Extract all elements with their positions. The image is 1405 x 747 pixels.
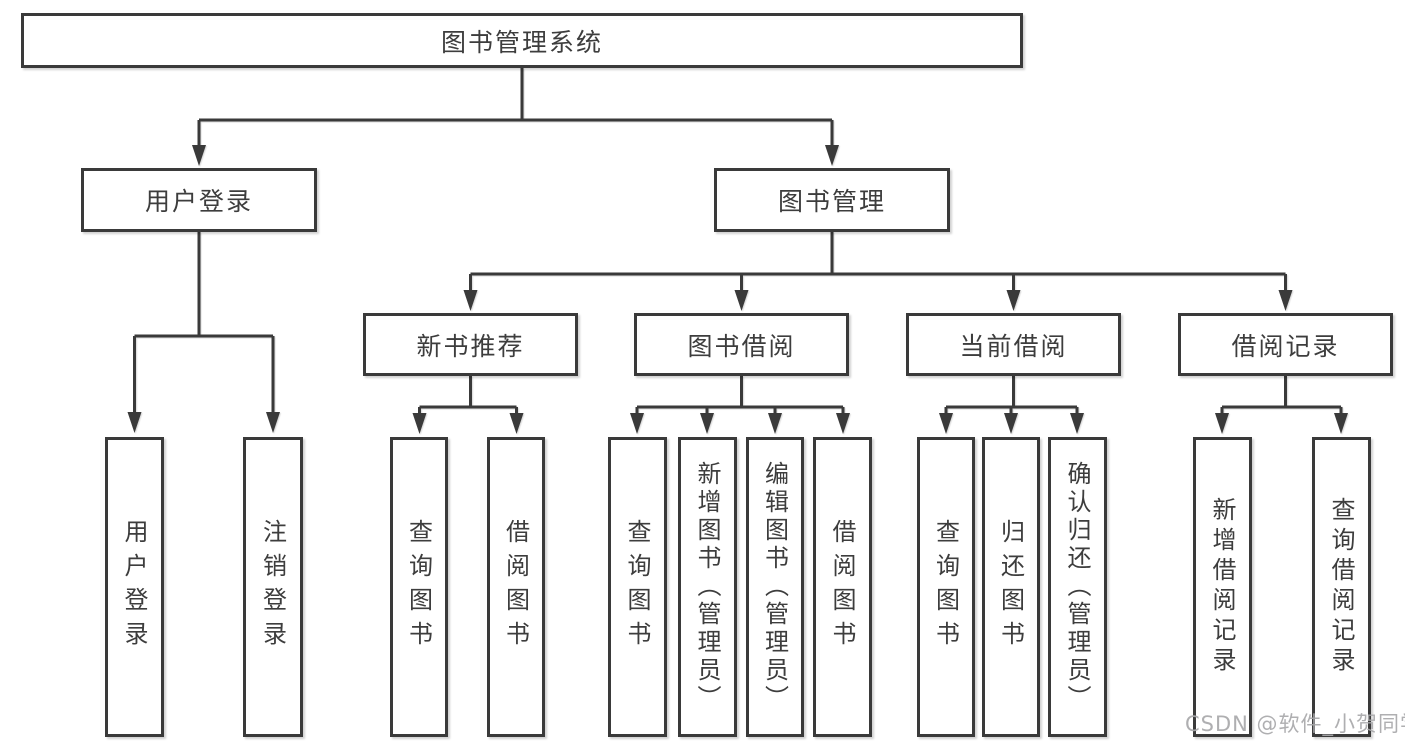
arrowhead-icon xyxy=(734,290,749,311)
node-book-management-module: 图书管理 xyxy=(714,168,950,232)
connector-line xyxy=(133,68,1343,416)
arrowhead-icon xyxy=(509,413,524,434)
arrowhead-icon xyxy=(825,145,839,166)
leaf-query-borrow-record: 查询借阅记录 xyxy=(1312,437,1371,737)
leaf-edit-books-admin: 编辑图书（管理员） xyxy=(746,437,804,737)
arrowhead-icon xyxy=(412,413,427,434)
arrowhead-icon xyxy=(939,413,953,434)
arrowhead-icon xyxy=(266,412,280,433)
arrowhead-icon xyxy=(768,413,782,434)
arrowhead-icon xyxy=(1215,413,1229,434)
node-book-borrowing: 图书借阅 xyxy=(634,313,849,376)
arrowhead-icon xyxy=(1334,413,1348,434)
arrowhead-icon xyxy=(630,413,644,434)
leaf-query-books-recommend: 查询图书 xyxy=(390,437,448,737)
watermark: CSDN @软件_小贺同学 xyxy=(1185,712,1405,736)
leaf-add-books-admin: 新增图书（管理员） xyxy=(678,437,737,737)
arrowhead-icon xyxy=(192,145,206,166)
arrowhead-icon xyxy=(1070,413,1084,434)
node-user-login-module: 用户登录 xyxy=(81,168,317,232)
arrowhead-icon xyxy=(700,413,714,434)
node-current-borrowing: 当前借阅 xyxy=(906,313,1121,376)
leaf-return-books: 归还图书 xyxy=(982,437,1040,737)
leaf-query-books-current: 查询图书 xyxy=(917,437,975,737)
arrowhead-icon xyxy=(1278,290,1293,311)
arrowhead-icon xyxy=(836,413,850,434)
node-borrowing-records: 借阅记录 xyxy=(1178,313,1393,376)
node-new-book-recommend: 新书推荐 xyxy=(363,313,578,376)
leaf-borrow-books-recommend: 借阅图书 xyxy=(487,437,545,737)
leaf-confirm-return-admin: 确认归还（管理员） xyxy=(1048,437,1107,737)
leaf-user-login: 用户登录 xyxy=(105,437,164,737)
leaf-query-books-borrowing: 查询图书 xyxy=(608,437,667,737)
arrowhead-icon xyxy=(463,290,478,311)
arrowhead-icon xyxy=(1006,290,1021,311)
node-root-system: 图书管理系统 xyxy=(21,13,1023,68)
arrowhead-icon xyxy=(127,412,142,433)
leaf-add-borrow-record: 新增借阅记录 xyxy=(1193,437,1252,737)
leaf-logout: 注销登录 xyxy=(243,437,303,737)
arrowhead-icon xyxy=(1004,413,1018,434)
leaf-borrow-books: 借阅图书 xyxy=(813,437,872,737)
